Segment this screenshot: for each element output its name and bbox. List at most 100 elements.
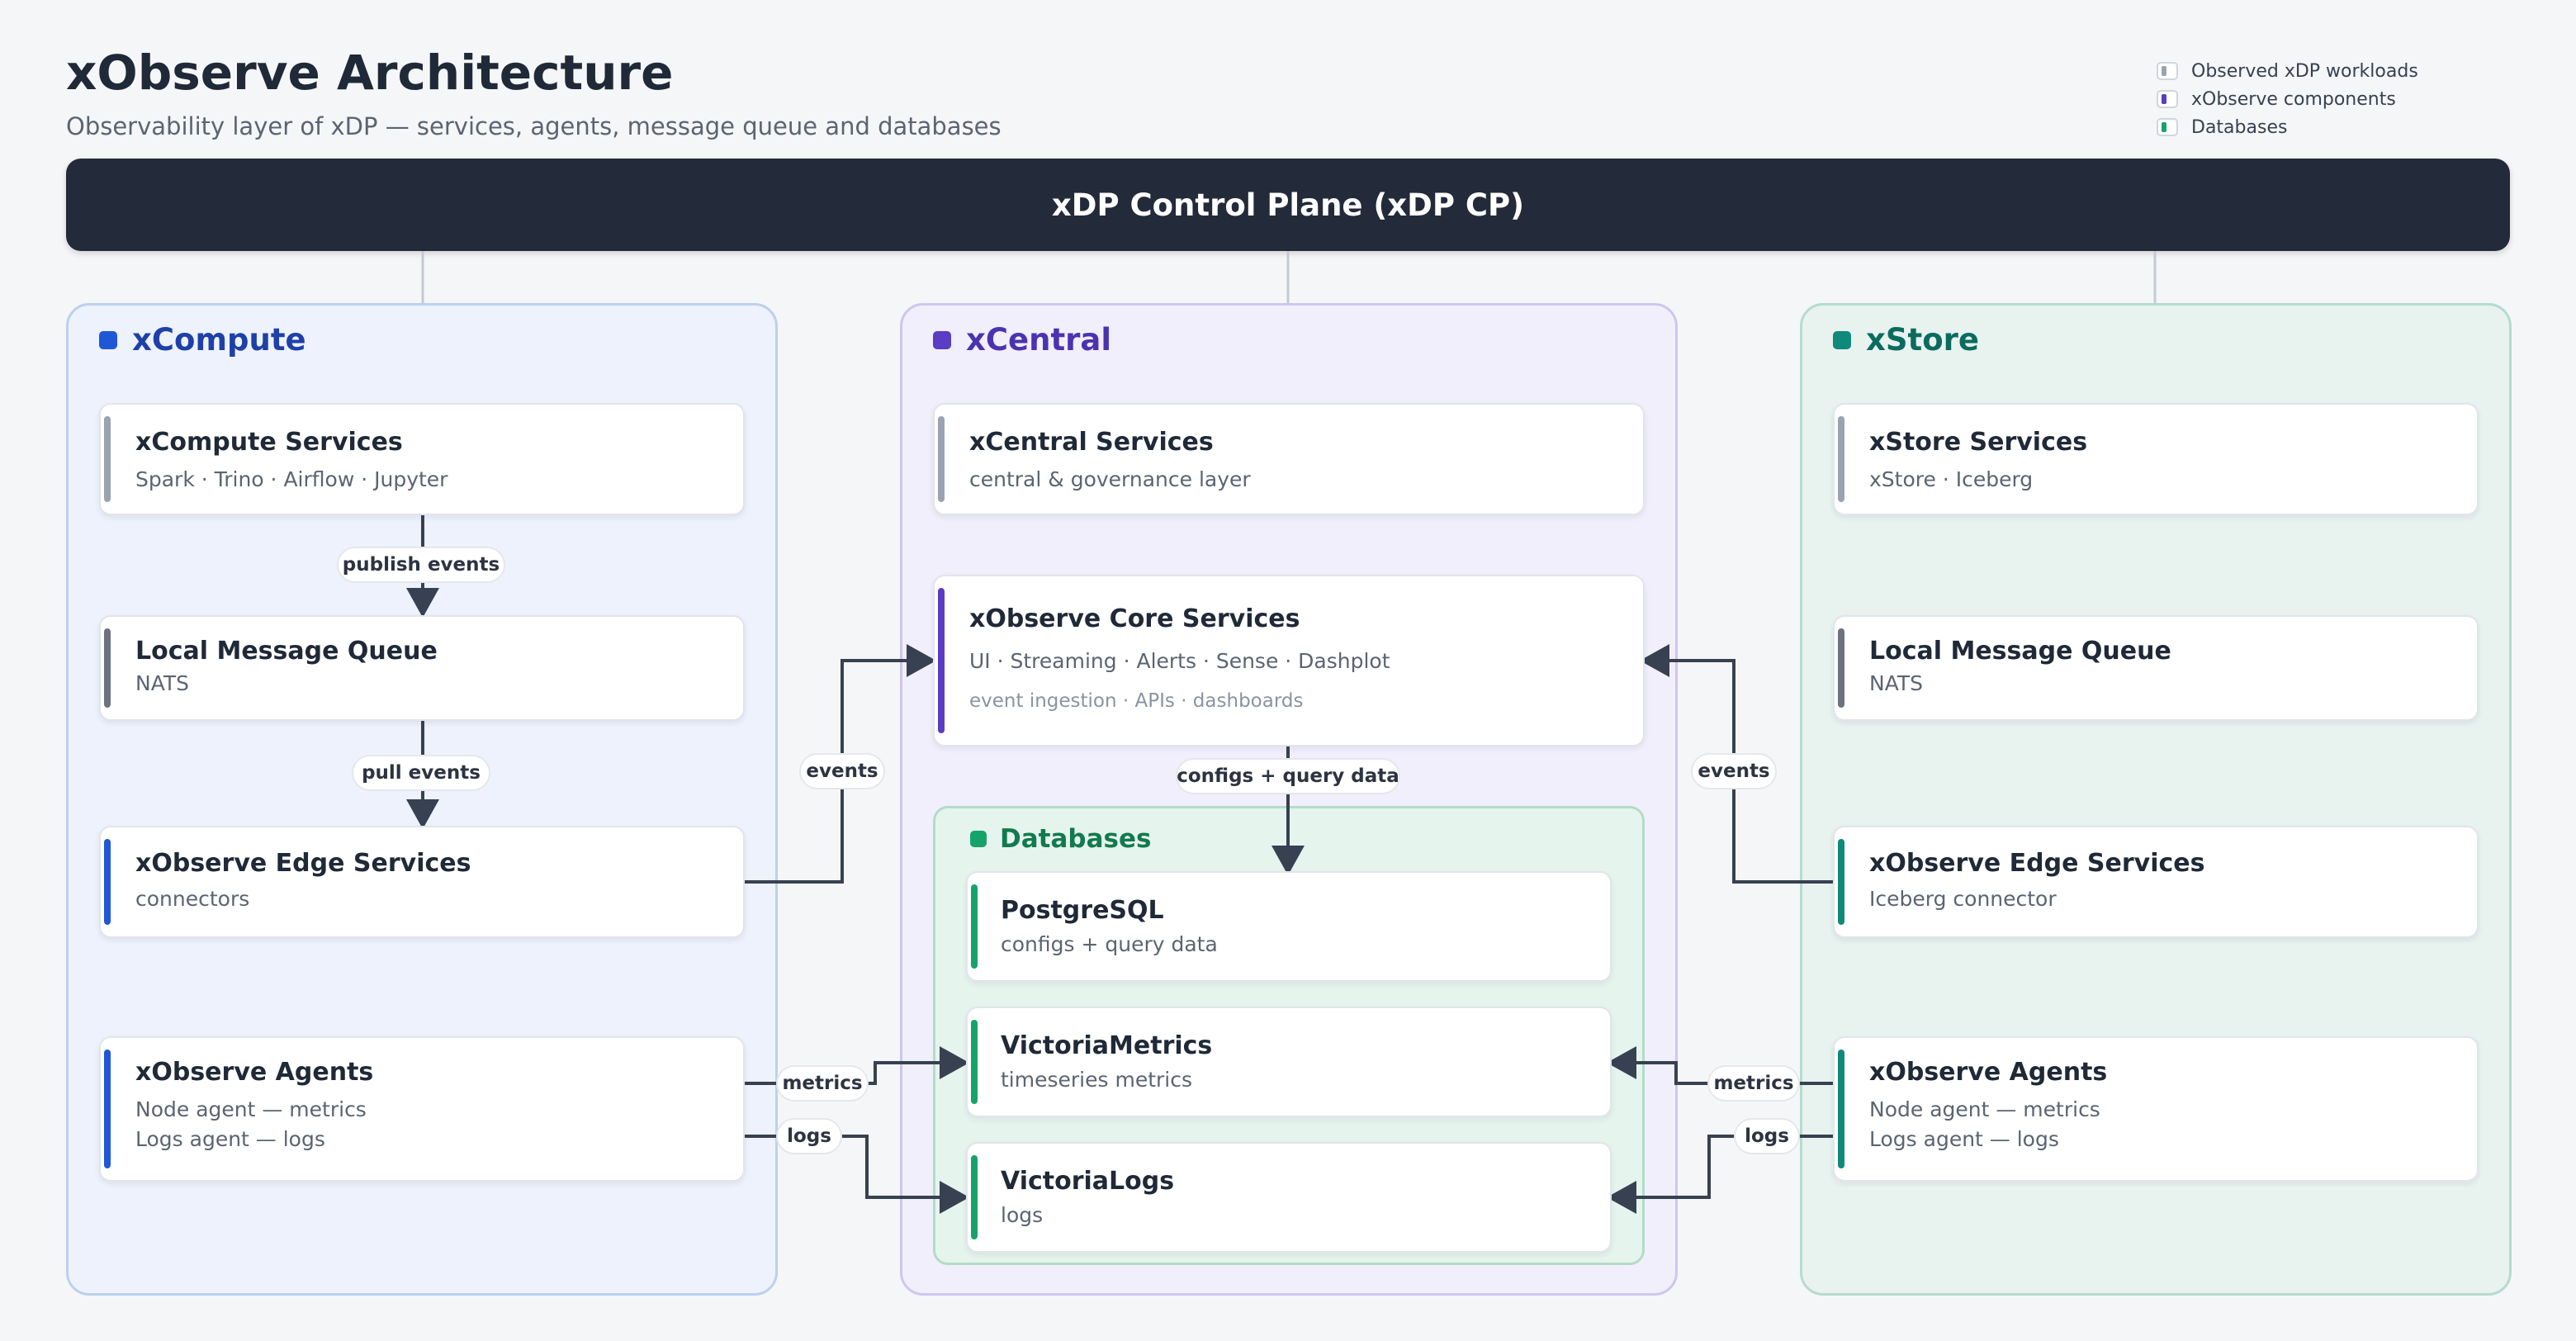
- card-title: VictoriaMetrics: [1001, 1031, 1213, 1060]
- edge-label-configs-query-data: configs + query data: [1176, 758, 1400, 794]
- xcentral-services-card[interactable]: xCentral Services central & governance l…: [933, 403, 1645, 515]
- card-title: xStore Services: [1869, 428, 2088, 457]
- legend-label: Databases: [2191, 116, 2288, 138]
- databases-marker-icon: [970, 831, 987, 847]
- xstore-heading: xStore: [1833, 322, 1979, 358]
- card-title: xObserve Agents: [1869, 1058, 2108, 1087]
- xstore-agents-card[interactable]: xObserve Agents Node agent — metrics Log…: [1833, 1036, 2479, 1182]
- databases-heading: Databases: [970, 824, 1151, 854]
- card-title: xObserve Edge Services: [135, 849, 471, 878]
- card-subtitle: central & governance layer: [969, 467, 1251, 491]
- card-accent-bar: [938, 588, 945, 733]
- card-accent-bar: [971, 1020, 978, 1104]
- card-subtitle: configs + query data: [1001, 932, 1218, 956]
- xcompute-services-card[interactable]: xCompute Services Spark · Trino · Airflo…: [99, 403, 745, 515]
- logs-right-line: [1635, 1135, 1833, 1199]
- card-subtitle: Iceberg connector: [1869, 887, 2057, 911]
- card-title: VictoriaLogs: [1001, 1167, 1175, 1196]
- xobserve-core-services-card[interactable]: xObserve Core Services UI · Streaming · …: [933, 575, 1645, 746]
- card-accent-bar: [1838, 839, 1844, 925]
- legend-label: Observed xDP workloads: [2191, 60, 2418, 82]
- card-detail: event ingestion · APIs · dashboards: [969, 690, 1304, 712]
- card-title: xObserve Edge Services: [1869, 849, 2205, 878]
- card-line: Logs agent — logs: [1869, 1127, 2059, 1151]
- xcompute-heading: xCompute: [99, 322, 306, 358]
- xcompute-message-queue-card[interactable]: Local Message Queue NATS: [99, 615, 745, 721]
- metrics-right-arrowhead: [1607, 1046, 1636, 1079]
- page-title: xObserve Architecture: [66, 45, 674, 101]
- legend-label: xObserve components: [2191, 88, 2396, 110]
- legend-item-databases: Databases: [2157, 116, 2287, 139]
- events-left-arrowhead: [907, 644, 936, 677]
- card-title: xCompute Services: [135, 428, 403, 457]
- page-subtitle: Observability layer of xDP — services, a…: [66, 112, 1002, 140]
- card-subtitle: Spark · Trino · Airflow · Jupyter: [135, 467, 448, 491]
- xcompute-edge-services-card[interactable]: xObserve Edge Services connectors: [99, 826, 745, 938]
- legend-swatch-databases: [2157, 118, 2178, 136]
- xstore-edge-services-card[interactable]: xObserve Edge Services Iceberg connector: [1833, 826, 2479, 938]
- card-accent-bar: [104, 839, 111, 925]
- legend-swatch-xobserve: [2157, 90, 2178, 108]
- edge-label-events-left: events: [799, 753, 885, 789]
- card-title: xObserve Core Services: [969, 604, 1300, 633]
- card-title: Local Message Queue: [135, 637, 438, 666]
- xcompute-marker-icon: [99, 330, 117, 349]
- card-title: xCentral Services: [969, 428, 1214, 457]
- publish-events-arrowhead: [406, 588, 439, 618]
- card-title: xObserve Agents: [135, 1058, 374, 1087]
- xstore-marker-icon: [1833, 330, 1851, 349]
- xstore-services-card[interactable]: xStore Services xStore · Iceberg: [1833, 403, 2479, 515]
- card-title: PostgreSQL: [1001, 896, 1164, 925]
- card-subtitle: UI · Streaming · Alerts · Sense · Dashpl…: [969, 649, 1390, 673]
- control-plane-label: xDP Control Plane (xDP CP): [1051, 187, 1525, 223]
- victoriametrics-card[interactable]: VictoriaMetrics timeseries metrics: [966, 1007, 1612, 1117]
- card-subtitle: logs: [1001, 1203, 1044, 1227]
- legend-item-workloads: Observed xDP workloads: [2157, 59, 2418, 83]
- card-accent-bar: [971, 884, 978, 969]
- card-subtitle: NATS: [1869, 671, 1924, 695]
- logs-left-line: [743, 1135, 940, 1199]
- card-subtitle: connectors: [135, 887, 250, 911]
- card-accent-bar: [1838, 1050, 1844, 1168]
- control-plane-bar[interactable]: xDP Control Plane (xDP CP): [66, 159, 2510, 251]
- card-title: Local Message Queue: [1869, 637, 2171, 666]
- databases-title: Databases: [1000, 824, 1152, 854]
- edge-label-publish-events: publish events: [337, 547, 505, 583]
- card-accent-bar: [1838, 416, 1844, 502]
- card-line: Node agent — metrics: [135, 1097, 367, 1121]
- edge-label-events-right: events: [1691, 753, 1777, 789]
- card-subtitle: NATS: [135, 671, 190, 695]
- edge-label-pull-events: pull events: [352, 755, 490, 791]
- card-accent-bar: [104, 628, 111, 708]
- edge-label-logs-right: logs: [1734, 1118, 1800, 1154]
- edge-label-metrics-right: metrics: [1707, 1065, 1800, 1102]
- logs-right-arrowhead: [1607, 1181, 1636, 1214]
- logs-left-arrowhead: [940, 1181, 969, 1214]
- pull-events-arrowhead: [406, 799, 439, 829]
- card-line: Node agent — metrics: [1869, 1097, 2100, 1121]
- card-accent-bar: [971, 1155, 978, 1239]
- xstore-message-queue-card[interactable]: Local Message Queue NATS: [1833, 615, 2479, 721]
- edge-label-logs-left: logs: [776, 1118, 842, 1154]
- configs-query-arrowhead: [1271, 846, 1305, 875]
- xcentral-title: xCentral: [966, 322, 1112, 358]
- card-line: Logs agent — logs: [135, 1127, 325, 1151]
- legend-item-xobserve: xObserve components: [2157, 88, 2396, 111]
- card-accent-bar: [104, 1050, 111, 1168]
- xcentral-heading: xCentral: [933, 322, 1111, 358]
- xcentral-marker-icon: [933, 330, 951, 349]
- edge-label-metrics-left: metrics: [776, 1065, 869, 1102]
- xcompute-agents-card[interactable]: xObserve Agents Node agent — metrics Log…: [99, 1036, 745, 1182]
- events-right-arrowhead: [1640, 644, 1669, 677]
- metrics-left-arrowhead: [940, 1046, 969, 1079]
- xstore-title: xStore: [1866, 322, 1979, 358]
- victorialogs-card[interactable]: VictoriaLogs logs: [966, 1142, 1612, 1253]
- postgresql-card[interactable]: PostgreSQL configs + query data: [966, 871, 1612, 982]
- card-accent-bar: [1838, 628, 1844, 708]
- card-accent-bar: [938, 416, 945, 502]
- card-subtitle: xStore · Iceberg: [1869, 467, 2034, 491]
- legend-swatch-workloads: [2157, 62, 2178, 80]
- xcompute-title: xCompute: [132, 322, 306, 358]
- card-subtitle: timeseries metrics: [1001, 1068, 1192, 1092]
- card-accent-bar: [104, 416, 111, 502]
